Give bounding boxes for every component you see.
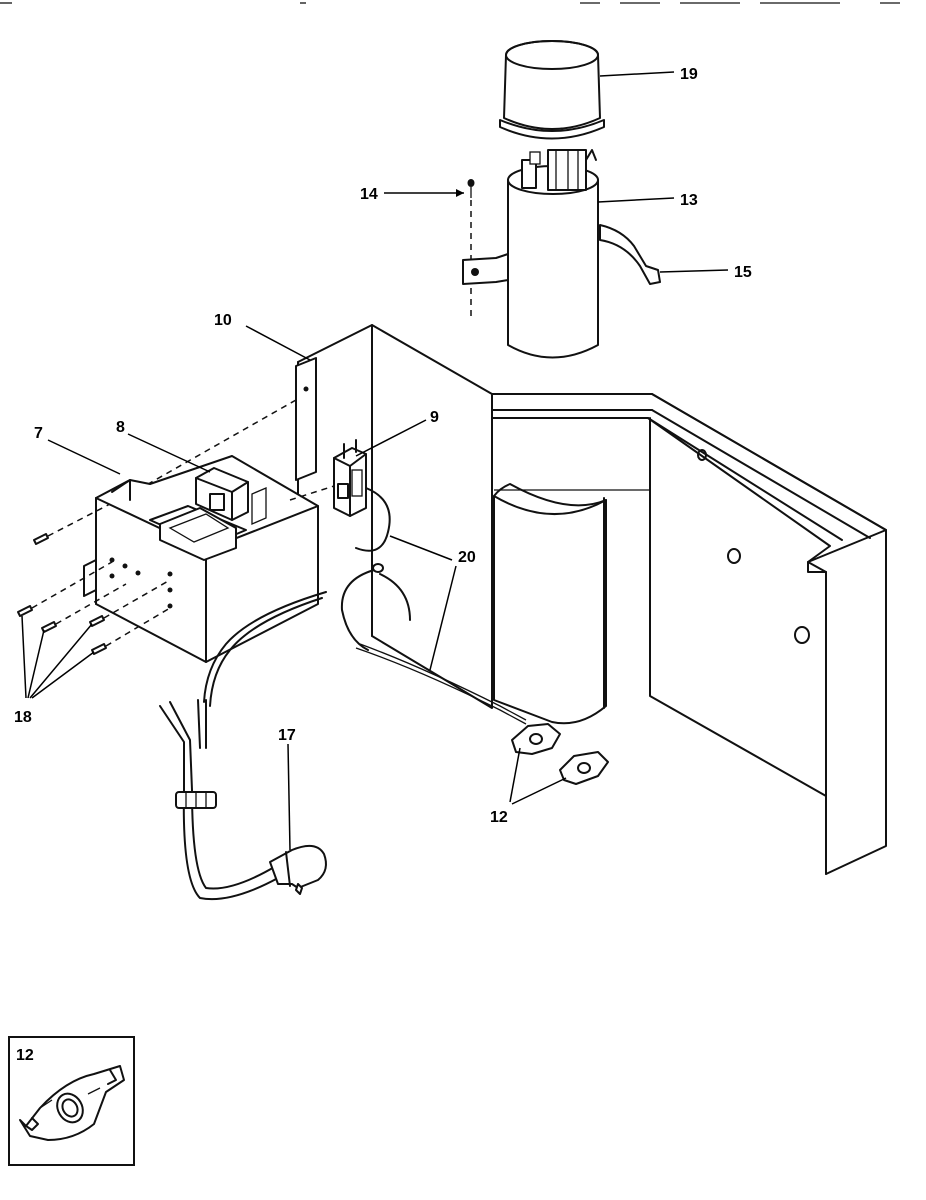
callout-label-18: 18 <box>14 709 32 726</box>
callout-20: 20 <box>389 535 476 671</box>
control-box-part-7 <box>83 455 319 663</box>
mounting-plate-part-10 <box>119 357 317 501</box>
inset-label: 12 <box>16 1047 34 1064</box>
power-cord-part-17 <box>159 699 327 901</box>
callout-17: 17 <box>278 727 296 851</box>
divider-panel <box>297 324 493 709</box>
curved-shroud <box>493 483 650 725</box>
callout-12: 12 <box>490 747 567 826</box>
callout-label-17: 17 <box>278 727 296 744</box>
callout-label-14: 14 <box>360 186 378 203</box>
switch-part-9 <box>333 439 367 517</box>
callout-label-8: 8 <box>116 419 125 436</box>
wiring-harness <box>203 487 527 725</box>
callout-14: 14 <box>360 186 464 203</box>
callout-9: 9 <box>355 409 439 457</box>
callout-label-20: 20 <box>458 549 476 566</box>
callout-label-15: 15 <box>734 264 752 281</box>
capacitor-cap-part-19 <box>499 40 605 140</box>
callout-8: 8 <box>116 419 211 473</box>
callout-label-7: 7 <box>34 425 43 442</box>
relay-part-8 <box>195 467 267 525</box>
callout-label-19: 19 <box>680 66 698 83</box>
capacitor-part-13 <box>507 149 599 359</box>
callout-label-10: 10 <box>214 312 232 329</box>
callout-label-9: 9 <box>430 409 439 426</box>
inset-detail-part-12: 12 <box>8 1036 135 1166</box>
callout-18: 18 <box>14 615 95 726</box>
callout-10: 10 <box>214 312 311 361</box>
callout-15: 15 <box>659 264 752 281</box>
callout-label-12: 12 <box>490 809 508 826</box>
cabinet-panel <box>489 393 887 875</box>
callout-13: 13 <box>597 192 698 209</box>
callout-19: 19 <box>599 66 698 83</box>
grommets-part-12 <box>511 723 609 785</box>
screw-and-bracket-part-14 <box>462 179 509 320</box>
mounting-strap-part-15 <box>599 224 661 285</box>
callout-7: 7 <box>34 425 121 475</box>
callout-label-13: 13 <box>680 192 698 209</box>
